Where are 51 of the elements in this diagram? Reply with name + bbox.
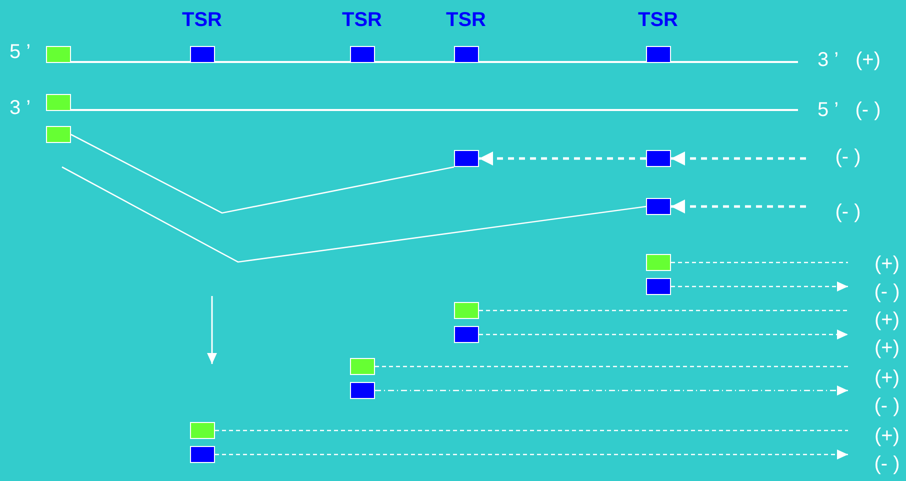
connector-line — [62, 166, 646, 263]
strand-end-label: 5 ’ — [817, 100, 839, 120]
polarity-label: (+) — [874, 368, 900, 388]
tsr-label: TSR — [446, 10, 486, 30]
dashed-arrow — [671, 152, 806, 166]
polarity-label: (- ) — [835, 147, 861, 167]
connector-line — [70, 134, 454, 214]
strand-end-label: 3 ’ — [9, 98, 31, 118]
tsr-segment — [454, 326, 479, 343]
polarity-label: (+) — [874, 310, 900, 330]
dashed-arrow — [375, 386, 848, 396]
polarity-label: (- ) — [874, 282, 900, 302]
dashed-arrow — [479, 152, 646, 166]
leader-segment — [46, 126, 71, 143]
tsr-segment — [454, 46, 479, 63]
dashed-line — [215, 430, 848, 432]
tsr-segment — [646, 150, 671, 167]
polarity-label: (- ) — [855, 100, 881, 120]
dashed-arrow — [671, 200, 806, 214]
tsr-segment — [454, 150, 479, 167]
polarity-label: (+) — [874, 254, 900, 274]
leader-segment — [190, 422, 215, 439]
polarity-label: (+) — [874, 338, 900, 358]
polarity-label: (+) — [856, 50, 880, 70]
tsr-segment — [190, 446, 215, 463]
tsr-segment — [350, 382, 375, 399]
tsr-segment — [646, 278, 671, 295]
tsr-label: TSR — [342, 10, 382, 30]
polarity-label: (- ) — [874, 454, 900, 474]
leader-segment — [46, 46, 71, 63]
dashed-line — [479, 310, 848, 312]
dashed-arrow — [479, 330, 848, 340]
dashed-line — [375, 366, 848, 368]
dashed-arrow — [671, 282, 848, 292]
leader-segment — [350, 358, 375, 375]
strand-end-label: 3 ’ — [817, 50, 839, 70]
tsr-label: TSR — [638, 10, 678, 30]
tsr-label: TSR — [182, 10, 222, 30]
dashed-line — [671, 262, 848, 264]
tsr-segment — [646, 46, 671, 63]
polarity-label: (- ) — [835, 202, 861, 222]
strand-end-label: 5 ’ — [9, 42, 31, 62]
polarity-label: (+) — [874, 426, 900, 446]
dashed-arrow — [215, 450, 848, 460]
leader-segment — [454, 302, 479, 319]
tsr-segment — [350, 46, 375, 63]
tsr-segment — [190, 46, 215, 63]
leader-segment — [46, 94, 71, 111]
tsr-segment — [646, 198, 671, 215]
polarity-label: (- ) — [874, 396, 900, 416]
leader-segment — [646, 254, 671, 271]
